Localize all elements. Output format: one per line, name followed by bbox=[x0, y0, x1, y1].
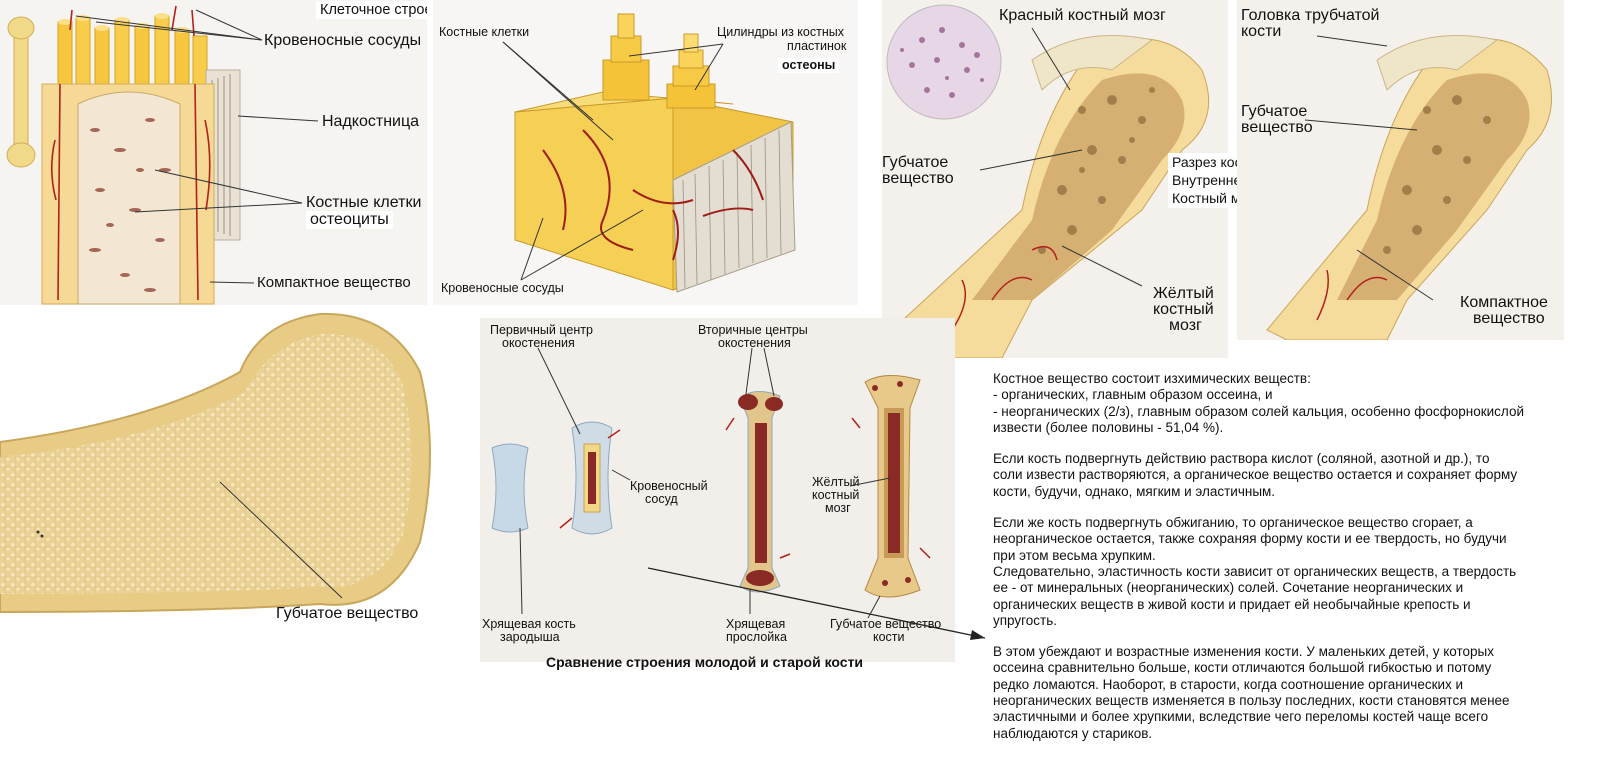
label-yellow-2: костный bbox=[812, 488, 860, 502]
label-osteocytes: остеоциты bbox=[306, 211, 393, 229]
panel1-title: Клеточное строение кости bbox=[316, 1, 427, 19]
label-cart-1: Хрящевая кость bbox=[482, 617, 576, 631]
label-primary-1: Первичный центр bbox=[490, 323, 593, 337]
label-spongy-2: вещество bbox=[1241, 119, 1313, 136]
micrograph-circle bbox=[886, 4, 1002, 120]
label-vessel-1: Кровеносный bbox=[630, 479, 708, 493]
bone-development-illustration bbox=[491, 347, 931, 619]
label-cylinders-2: пластинок bbox=[787, 39, 847, 53]
label-red-marrow: Красный костный мозг bbox=[999, 7, 1166, 24]
label-osteons: остеоны bbox=[778, 58, 840, 73]
label-compact: Компактное вещество bbox=[257, 274, 411, 291]
cartilage-bone-icon bbox=[491, 443, 529, 533]
label-vessel-2: сосуд bbox=[645, 492, 678, 506]
description-text: Костное вещество состоит изхимических ве… bbox=[993, 371, 1593, 742]
bone-head-illustration bbox=[886, 4, 1210, 358]
bone-section-illustration bbox=[6, 5, 319, 305]
label-primary-2: окостенения bbox=[502, 336, 575, 350]
panel-tubular-bone-head: Головка трубчатой кости Губчатое веществ… bbox=[1237, 0, 1564, 340]
label-blood-vessels-2: Кровеносные сосуды bbox=[441, 281, 564, 295]
leader-lines bbox=[1304, 35, 1434, 301]
label-spongy-1: Губчатое bbox=[882, 154, 949, 171]
label-secondary-1: Вторичные центры bbox=[698, 323, 808, 337]
label-spongy-2: вещество bbox=[882, 170, 954, 187]
label-head-1: Головка трубчатой bbox=[1241, 7, 1380, 24]
paragraph-age: В этом убеждают и возрастные изменения к… bbox=[993, 644, 1510, 741]
paragraph-acid: Если кость подвергнуть действию раствора… bbox=[993, 451, 1518, 499]
label-head-2: кости bbox=[1241, 23, 1282, 40]
label-yellow-3: мозг bbox=[825, 501, 851, 515]
panel-cellular-structure: Клеточное строение кости Кровеносные сос… bbox=[0, 0, 427, 305]
label-yellow-1: Жёлтый bbox=[812, 475, 860, 489]
leader-lines bbox=[75, 9, 319, 284]
comparison-caption: Сравнение строения молодой и старой кост… bbox=[546, 654, 864, 670]
label-compact-2: вещество bbox=[1473, 310, 1545, 327]
label-yellow-1: Жёлтый bbox=[1153, 285, 1214, 302]
blood-vessel-lines bbox=[50, 5, 211, 301]
label-spongy-photo: Губчатое вещество bbox=[276, 605, 419, 622]
label-cylinders-1: Цилиндры из костных bbox=[717, 25, 844, 39]
femur-icon bbox=[6, 16, 36, 168]
panel-osteon-block: Костные клетки Цилиндры из костных пласт… bbox=[433, 0, 858, 305]
spongy-bone-illustration bbox=[0, 312, 431, 614]
block-vessels bbox=[542, 129, 764, 261]
label-cart-2: зародыша bbox=[500, 630, 560, 644]
label-spongy-2: кости bbox=[873, 630, 905, 644]
panel-spongy-bone: Губчатое вещество bbox=[0, 312, 452, 644]
leader-lines bbox=[502, 41, 724, 281]
panel-young-old-bone: Первичный центр окостенения Вторичные це… bbox=[480, 318, 955, 662]
leader-lines bbox=[979, 27, 1143, 287]
label-yellow-2: костный bbox=[1153, 301, 1214, 318]
osteon-block-illustration bbox=[502, 13, 796, 293]
label-spongy-1: Губчатое bbox=[1241, 103, 1308, 120]
tubular-head-illustration bbox=[1266, 35, 1552, 340]
label-layer-2: прослойка bbox=[726, 630, 787, 644]
paragraph-burning: Если же кость подвергнуть обжиганию, то … bbox=[993, 515, 1517, 628]
label-periosteum: Надкостница bbox=[322, 113, 420, 130]
label-bone-cells-2: Костные клетки bbox=[439, 25, 530, 39]
label-secondary-2: окостенения bbox=[718, 336, 791, 350]
osteon-towers bbox=[602, 13, 716, 109]
label-blood-vessels: Кровеносные сосуды bbox=[264, 32, 422, 49]
label-bone-cells: Костные клетки bbox=[306, 194, 422, 211]
label-yellow-3: мозг bbox=[1169, 317, 1202, 334]
osteon-cylinders bbox=[57, 13, 208, 93]
label-compact-1: Компактное bbox=[1460, 294, 1548, 311]
paragraph-composition: Костное вещество состоит изхимических ве… bbox=[993, 371, 1524, 435]
